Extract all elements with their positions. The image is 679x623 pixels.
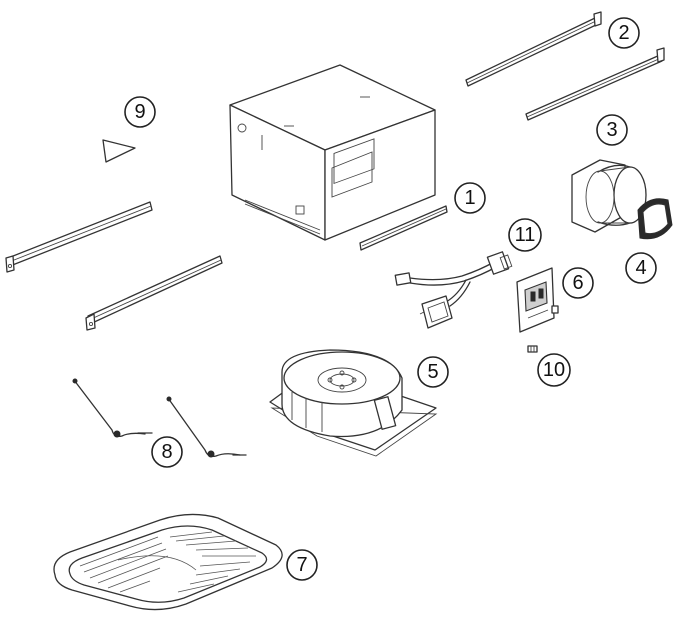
left-rails: [5, 201, 223, 331]
housing-box: [229, 64, 436, 241]
callout-7: 7: [286, 549, 318, 581]
part-4-damper: [637, 198, 673, 240]
callout-1-label: 1: [464, 187, 475, 209]
part-2-rails: [465, 11, 665, 121]
part-7-grille: [53, 513, 283, 611]
callout-4-label: 4: [635, 257, 646, 279]
part-6-receptacle: [516, 267, 559, 333]
callout-6-label: 6: [572, 272, 583, 294]
callout-3: 3: [596, 114, 628, 146]
callout-11: 11: [508, 218, 542, 252]
callout-2-label: 2: [618, 22, 629, 44]
callout-2: 2: [608, 17, 640, 49]
callout-9-label: 9: [134, 101, 145, 123]
part-1-rail: [359, 205, 448, 251]
callout-5-label: 5: [427, 361, 438, 383]
part-9-triangle: [102, 139, 136, 163]
callout-8: 8: [151, 436, 183, 468]
callout-1: 1: [454, 182, 486, 214]
callout-9: 9: [124, 96, 156, 128]
callout-7-label: 7: [296, 554, 307, 576]
callout-10: 10: [537, 353, 571, 387]
part-11-wire-harness: [394, 251, 513, 329]
part-3-duct-connector: [571, 159, 647, 233]
callout-10-label: 10: [543, 359, 565, 381]
part-8-springs: [72, 378, 247, 458]
callout-4: 4: [625, 252, 657, 284]
callout-11-label: 11: [515, 224, 536, 246]
part-5-blower: [269, 349, 438, 457]
callout-3-label: 3: [606, 119, 617, 141]
part-10-connector: [527, 345, 538, 353]
callout-8-label: 8: [161, 441, 172, 463]
callout-5: 5: [417, 356, 449, 388]
callout-6: 6: [562, 267, 594, 299]
